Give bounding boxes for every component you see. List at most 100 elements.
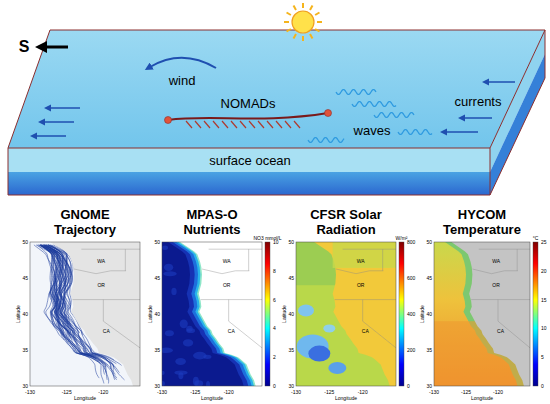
map-frame <box>30 242 140 386</box>
colorbar-unit: W/m² <box>396 236 408 241</box>
hatch-mark <box>240 121 246 128</box>
sun-ray <box>315 29 319 32</box>
slab-label: waves <box>354 124 391 137</box>
buoy-dot <box>325 110 332 117</box>
slab-front-band <box>8 148 490 172</box>
compass-letter: S <box>19 39 30 55</box>
colorbar-tick: 2 <box>273 355 276 360</box>
swell-line <box>398 130 432 135</box>
colorbar-tick: 4 <box>273 326 276 331</box>
border-line <box>81 249 140 250</box>
sun-disc <box>292 11 314 33</box>
field-patch <box>206 381 210 386</box>
colorbar-tick: 0 <box>541 384 544 389</box>
field-patch <box>333 242 396 268</box>
region-label: WA <box>97 258 105 263</box>
slab-side-deep <box>490 54 545 195</box>
tick-label: 40 <box>22 312 28 317</box>
slab-label: NOMADs <box>221 97 276 110</box>
field-patch <box>183 339 193 346</box>
border-line <box>73 299 140 300</box>
border-line <box>209 249 262 250</box>
field-patch <box>164 264 173 271</box>
hatch-mark <box>186 121 192 128</box>
flow-arrow <box>463 117 492 119</box>
region-label: OR <box>357 283 365 288</box>
region-label: WA <box>223 258 231 263</box>
border-line <box>201 299 262 300</box>
border-line <box>343 249 396 250</box>
map-plot <box>162 242 262 386</box>
field-patch <box>171 288 176 295</box>
tick-label: -120 <box>493 389 503 394</box>
field-patch <box>298 304 314 316</box>
sun-ray <box>287 29 291 32</box>
field-patch <box>308 346 330 362</box>
map-panel: MPAS-O Nutrients <box>152 196 272 386</box>
axis-title: Longitude <box>335 395 357 400</box>
swell-line <box>374 113 414 118</box>
slab-outline <box>8 30 545 195</box>
region-label: CA <box>103 329 110 334</box>
colorbar-tick: 25 <box>541 240 547 245</box>
hatch-mark <box>258 121 264 128</box>
sea-slab <box>8 30 545 195</box>
tick-label: 45 <box>426 276 432 281</box>
tick-label: 50 <box>22 240 28 245</box>
field-patch <box>162 381 165 386</box>
hatch-mark <box>249 121 255 128</box>
map-plot <box>434 242 530 386</box>
tick-label: 30 <box>154 384 160 389</box>
colorbar-tick: 0 <box>407 384 410 389</box>
field-patch <box>203 355 211 359</box>
colorbar <box>533 242 538 386</box>
colorbar-tick: 600 <box>407 276 415 281</box>
tick-label: -120 <box>224 389 234 394</box>
land-area <box>176 242 262 386</box>
sun-ray <box>317 21 322 23</box>
border-line <box>202 269 249 274</box>
border-line <box>472 269 517 274</box>
map-panel: GNOME Trajectory <box>20 196 150 386</box>
field-patch <box>180 320 188 329</box>
map-frame <box>162 242 262 386</box>
tick-label: 30 <box>22 384 28 389</box>
colorbar-tick: 15 <box>541 297 547 302</box>
compass-shaft <box>45 46 68 49</box>
border-line <box>229 300 262 350</box>
colorbar-tick: 400 <box>407 312 415 317</box>
colorbar-unit: °C <box>533 236 539 241</box>
flow-arrow-head <box>30 133 37 140</box>
region-label: CA <box>362 329 369 334</box>
tick-label: -125 <box>461 389 471 394</box>
sun-ray <box>287 13 291 16</box>
field-patch <box>323 324 335 332</box>
sun-ray <box>302 3 304 8</box>
slab-decoration <box>30 3 515 142</box>
region-label: WA <box>492 258 500 263</box>
panel-title: GNOME Trajectory <box>43 207 127 237</box>
panel-title: MPAS-O Nutrients <box>170 207 254 237</box>
slab-label: surface ocean <box>209 154 291 167</box>
hatch-mark <box>222 121 228 128</box>
tick-label: 35 <box>22 348 28 353</box>
field-patch <box>162 371 165 375</box>
border-line <box>471 299 530 300</box>
field-band <box>169 242 262 386</box>
tick-label: 50 <box>426 240 432 245</box>
swell-line <box>336 90 376 95</box>
tick-label: -120 <box>98 389 108 394</box>
border-line <box>498 300 530 350</box>
flow-arrow-head <box>482 79 489 86</box>
border-line <box>517 249 518 271</box>
sun-ray <box>302 36 304 41</box>
tick-label: 30 <box>426 384 432 389</box>
field-band <box>172 242 262 386</box>
tick-label: -125 <box>190 389 200 394</box>
slab-label: wind <box>169 74 196 87</box>
border-line <box>336 269 383 274</box>
hatch-mark <box>285 121 291 128</box>
tick-label: 45 <box>22 276 28 281</box>
colorbar-tick: 800 <box>407 240 415 245</box>
